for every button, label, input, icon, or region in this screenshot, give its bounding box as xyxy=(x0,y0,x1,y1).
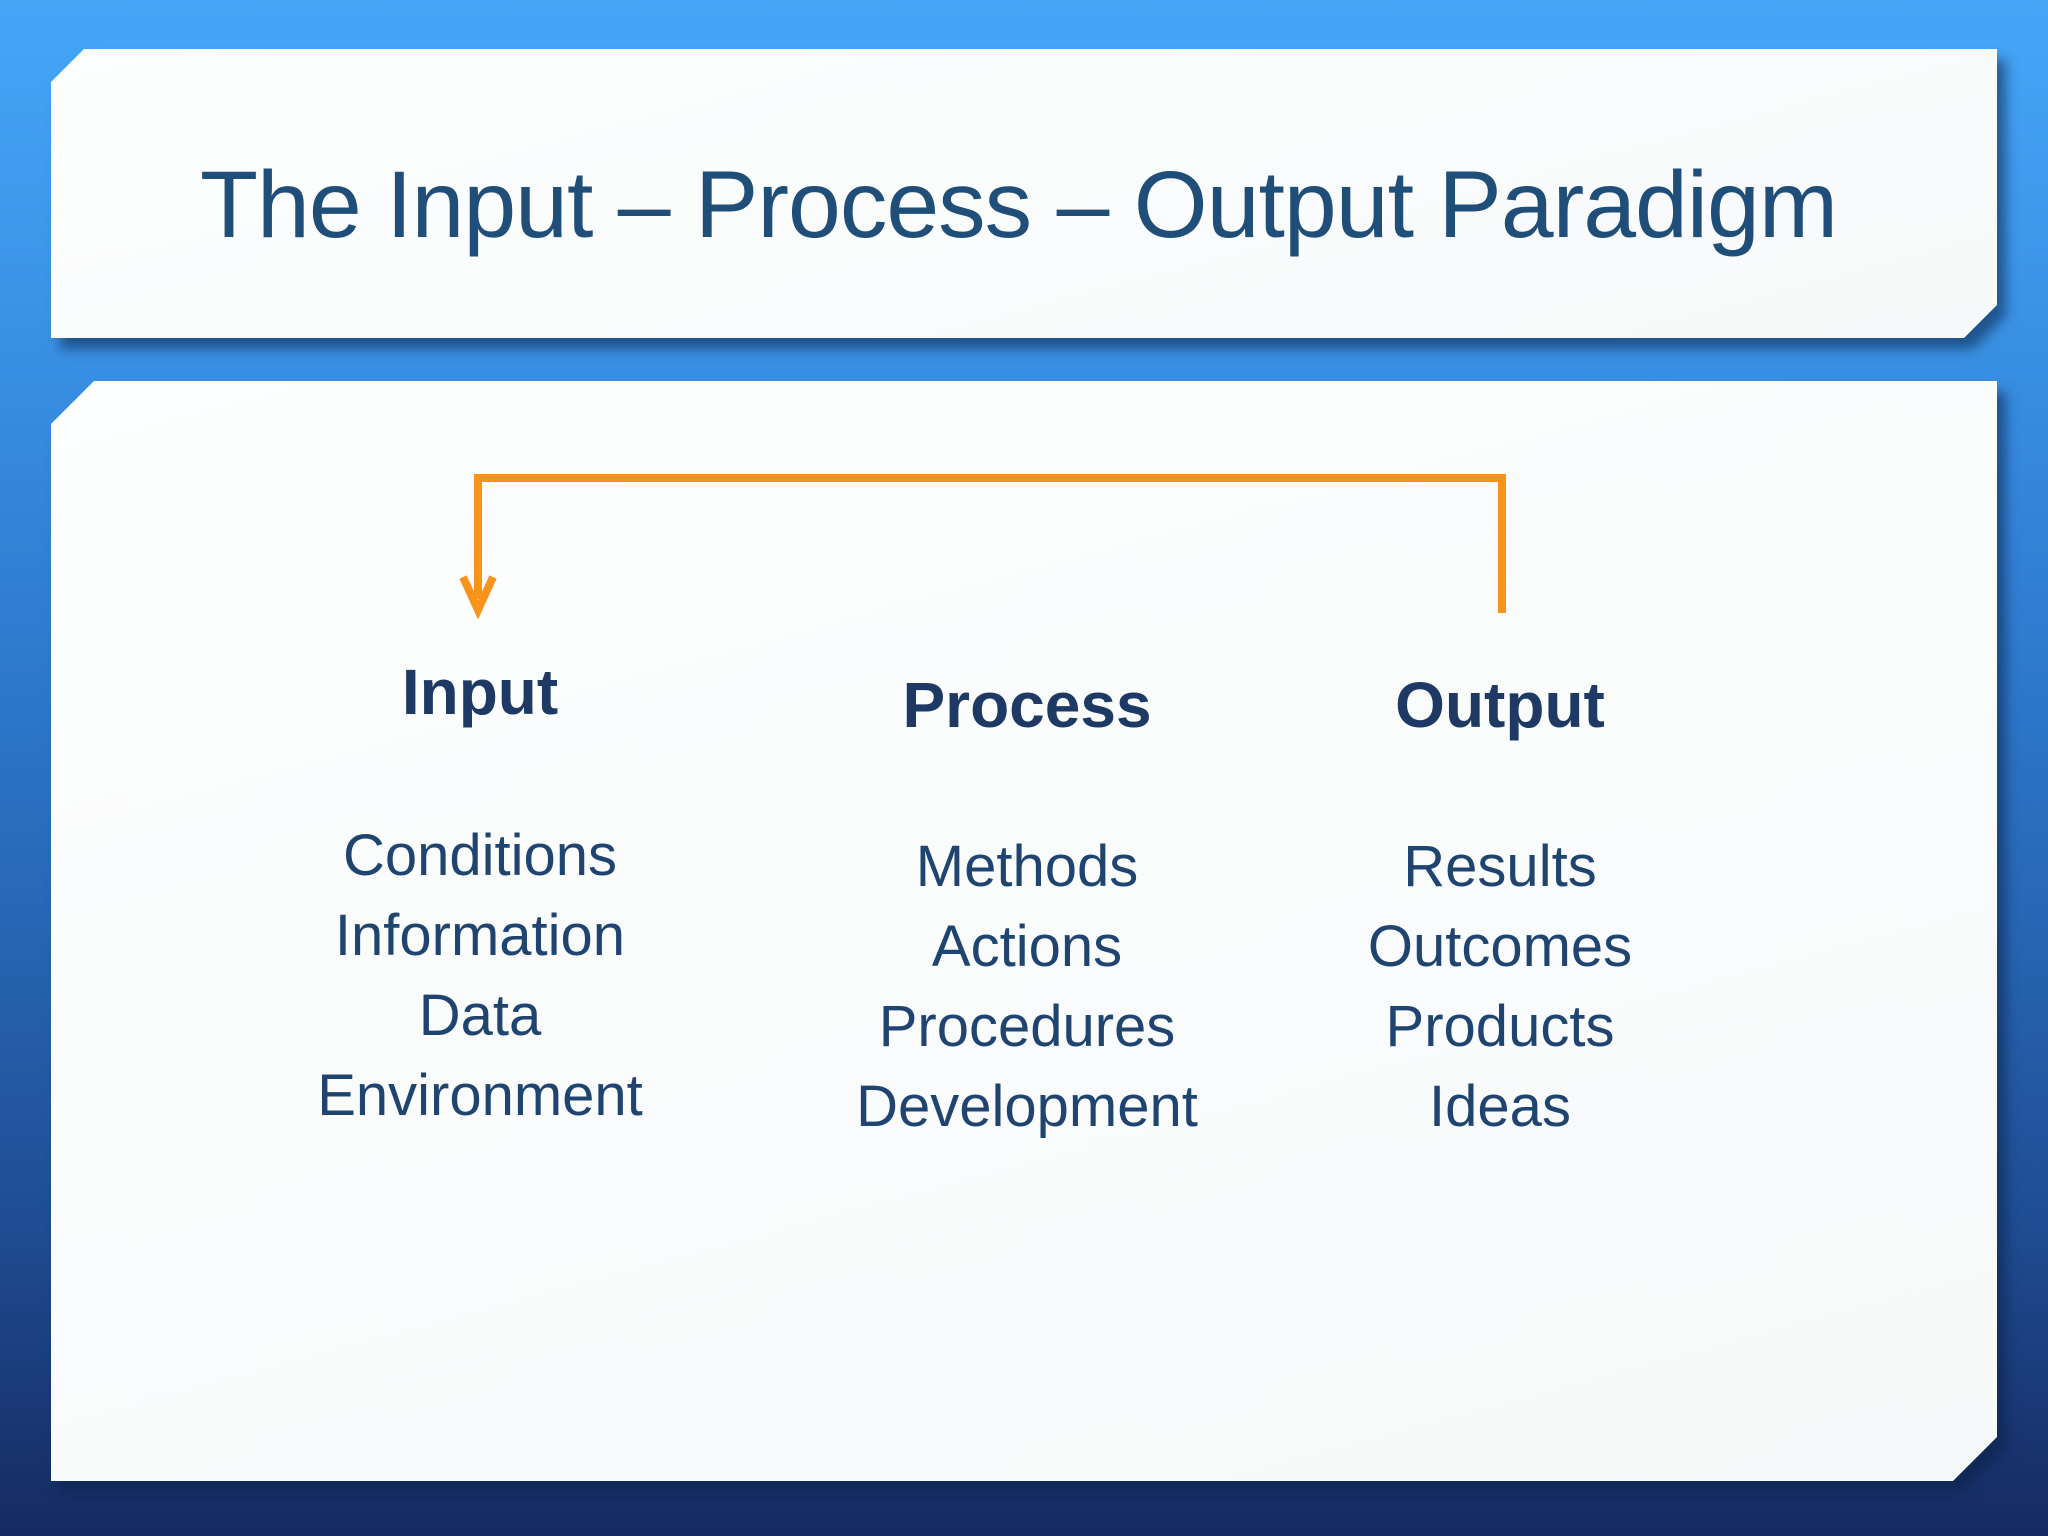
column-heading-input: Input xyxy=(401,656,559,728)
column-heading-output: Output xyxy=(1395,669,1605,741)
list-item: Data xyxy=(418,983,542,1048)
list-item: Products xyxy=(1385,994,1615,1059)
list-item: Results xyxy=(1403,834,1597,899)
list-item: Outcomes xyxy=(1367,914,1633,979)
feedback-arrow xyxy=(51,381,1997,1481)
list-item: Ideas xyxy=(1429,1074,1571,1139)
list-item: Development xyxy=(856,1074,1198,1139)
title-banner-panel: The Input – Process – Output Paradigm xyxy=(51,49,1997,338)
column-heading-process: Process xyxy=(902,669,1152,741)
feedback-arrow-line xyxy=(478,478,1502,613)
list-item: Methods xyxy=(915,834,1139,899)
list-item: Environment xyxy=(317,1063,643,1128)
list-item: Procedures xyxy=(878,994,1176,1059)
list-item: Conditions xyxy=(342,823,618,888)
list-item: Actions xyxy=(931,914,1123,979)
feedback-arrowhead-icon xyxy=(463,577,493,610)
page-title: The Input – Process – Output Paradigm xyxy=(200,152,1837,258)
list-item: Information xyxy=(334,903,626,968)
title-banner: The Input – Process – Output Paradigm xyxy=(51,49,1997,338)
